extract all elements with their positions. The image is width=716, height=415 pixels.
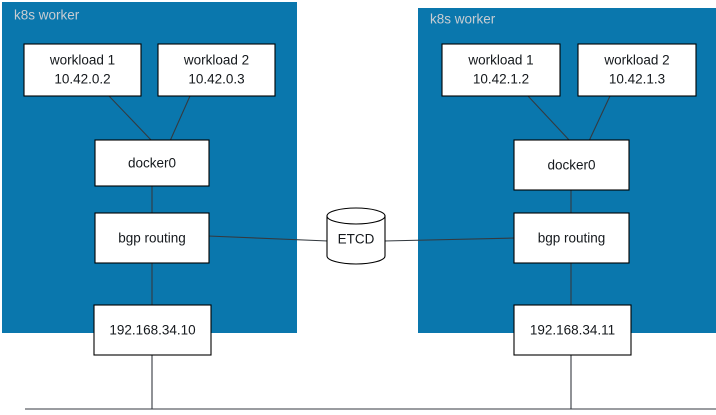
node-host-ip-right[interactable]: 192.168.34.11 — [513, 304, 632, 356]
node-workload-1-right-box[interactable] — [441, 43, 561, 97]
node-workload-2-left-box[interactable] — [157, 43, 276, 97]
zone-left-label: k8s worker — [14, 8, 80, 23]
edge-workload1-docker0-left — [108, 95, 153, 142]
edge-workload2-docker0-right — [588, 95, 611, 142]
node-host-ip-left-box[interactable] — [93, 304, 212, 356]
node-host-ip-right-box[interactable] — [513, 304, 632, 356]
node-bgp-routing-left-box[interactable] — [94, 212, 210, 264]
node-docker0-right-label: docker0 — [547, 158, 595, 173]
node-docker0-right-box[interactable] — [513, 139, 630, 191]
node-workload-1-right-line1: workload 1 — [467, 53, 533, 68]
node-docker0-right[interactable]: docker0 — [513, 139, 630, 191]
node-bgp-routing-left[interactable]: bgp routing — [94, 212, 210, 264]
database-cylinder-icon[interactable] — [326, 215, 386, 265]
node-workload-2-right[interactable]: workload 2 10.42.1.3 — [577, 43, 697, 97]
node-workload-1-left-box[interactable] — [23, 43, 142, 97]
edge-workload1-docker0-right — [527, 95, 571, 142]
node-docker0-left-label: docker0 — [128, 156, 176, 171]
node-host-ip-left-label: 192.168.34.10 — [109, 323, 195, 338]
edge-bgp-etcd-left — [207, 235, 329, 242]
etcd-datastore[interactable]: ETCD — [326, 207, 386, 265]
node-docker0-left-box[interactable] — [94, 139, 210, 187]
node-workload-1-left-line1: workload 1 — [49, 53, 115, 68]
database-cylinder-top-icon — [326, 207, 386, 225]
node-bgp-routing-left-label: bgp routing — [118, 231, 186, 246]
etcd-label: ETCD — [338, 232, 375, 247]
node-workload-2-right-box[interactable] — [577, 43, 697, 97]
edge-group — [25, 95, 716, 410]
node-workload-2-left-line1: workload 2 — [183, 53, 249, 68]
node-bgp-routing-right[interactable]: bgp routing — [513, 212, 630, 264]
node-workload-1-right-line2: 10.42.1.2 — [473, 72, 529, 87]
node-workload-2-left[interactable]: workload 2 10.42.0.3 — [157, 43, 276, 97]
node-workload-1-left[interactable]: workload 1 10.42.0.2 — [23, 43, 142, 97]
node-workload-2-left-line2: 10.42.0.3 — [188, 72, 244, 87]
node-workload-2-right-line2: 10.42.1.3 — [609, 72, 665, 87]
edge-etcd-bgp-right — [383, 237, 516, 242]
node-docker0-left[interactable]: docker0 — [94, 139, 210, 187]
node-bgp-routing-right-box[interactable] — [513, 212, 630, 264]
node-workload-1-left-line2: 10.42.0.2 — [54, 72, 110, 87]
node-bgp-routing-right-label: bgp routing — [538, 231, 606, 246]
zone-right-label: k8s worker — [430, 12, 496, 27]
node-host-ip-right-label: 192.168.34.11 — [530, 323, 615, 338]
node-workload-2-right-line1: workload 2 — [603, 53, 669, 68]
node-host-ip-left[interactable]: 192.168.34.10 — [93, 304, 212, 356]
edge-workload2-docker0-left — [169, 95, 191, 142]
node-workload-1-right[interactable]: workload 1 10.42.1.2 — [441, 43, 561, 97]
